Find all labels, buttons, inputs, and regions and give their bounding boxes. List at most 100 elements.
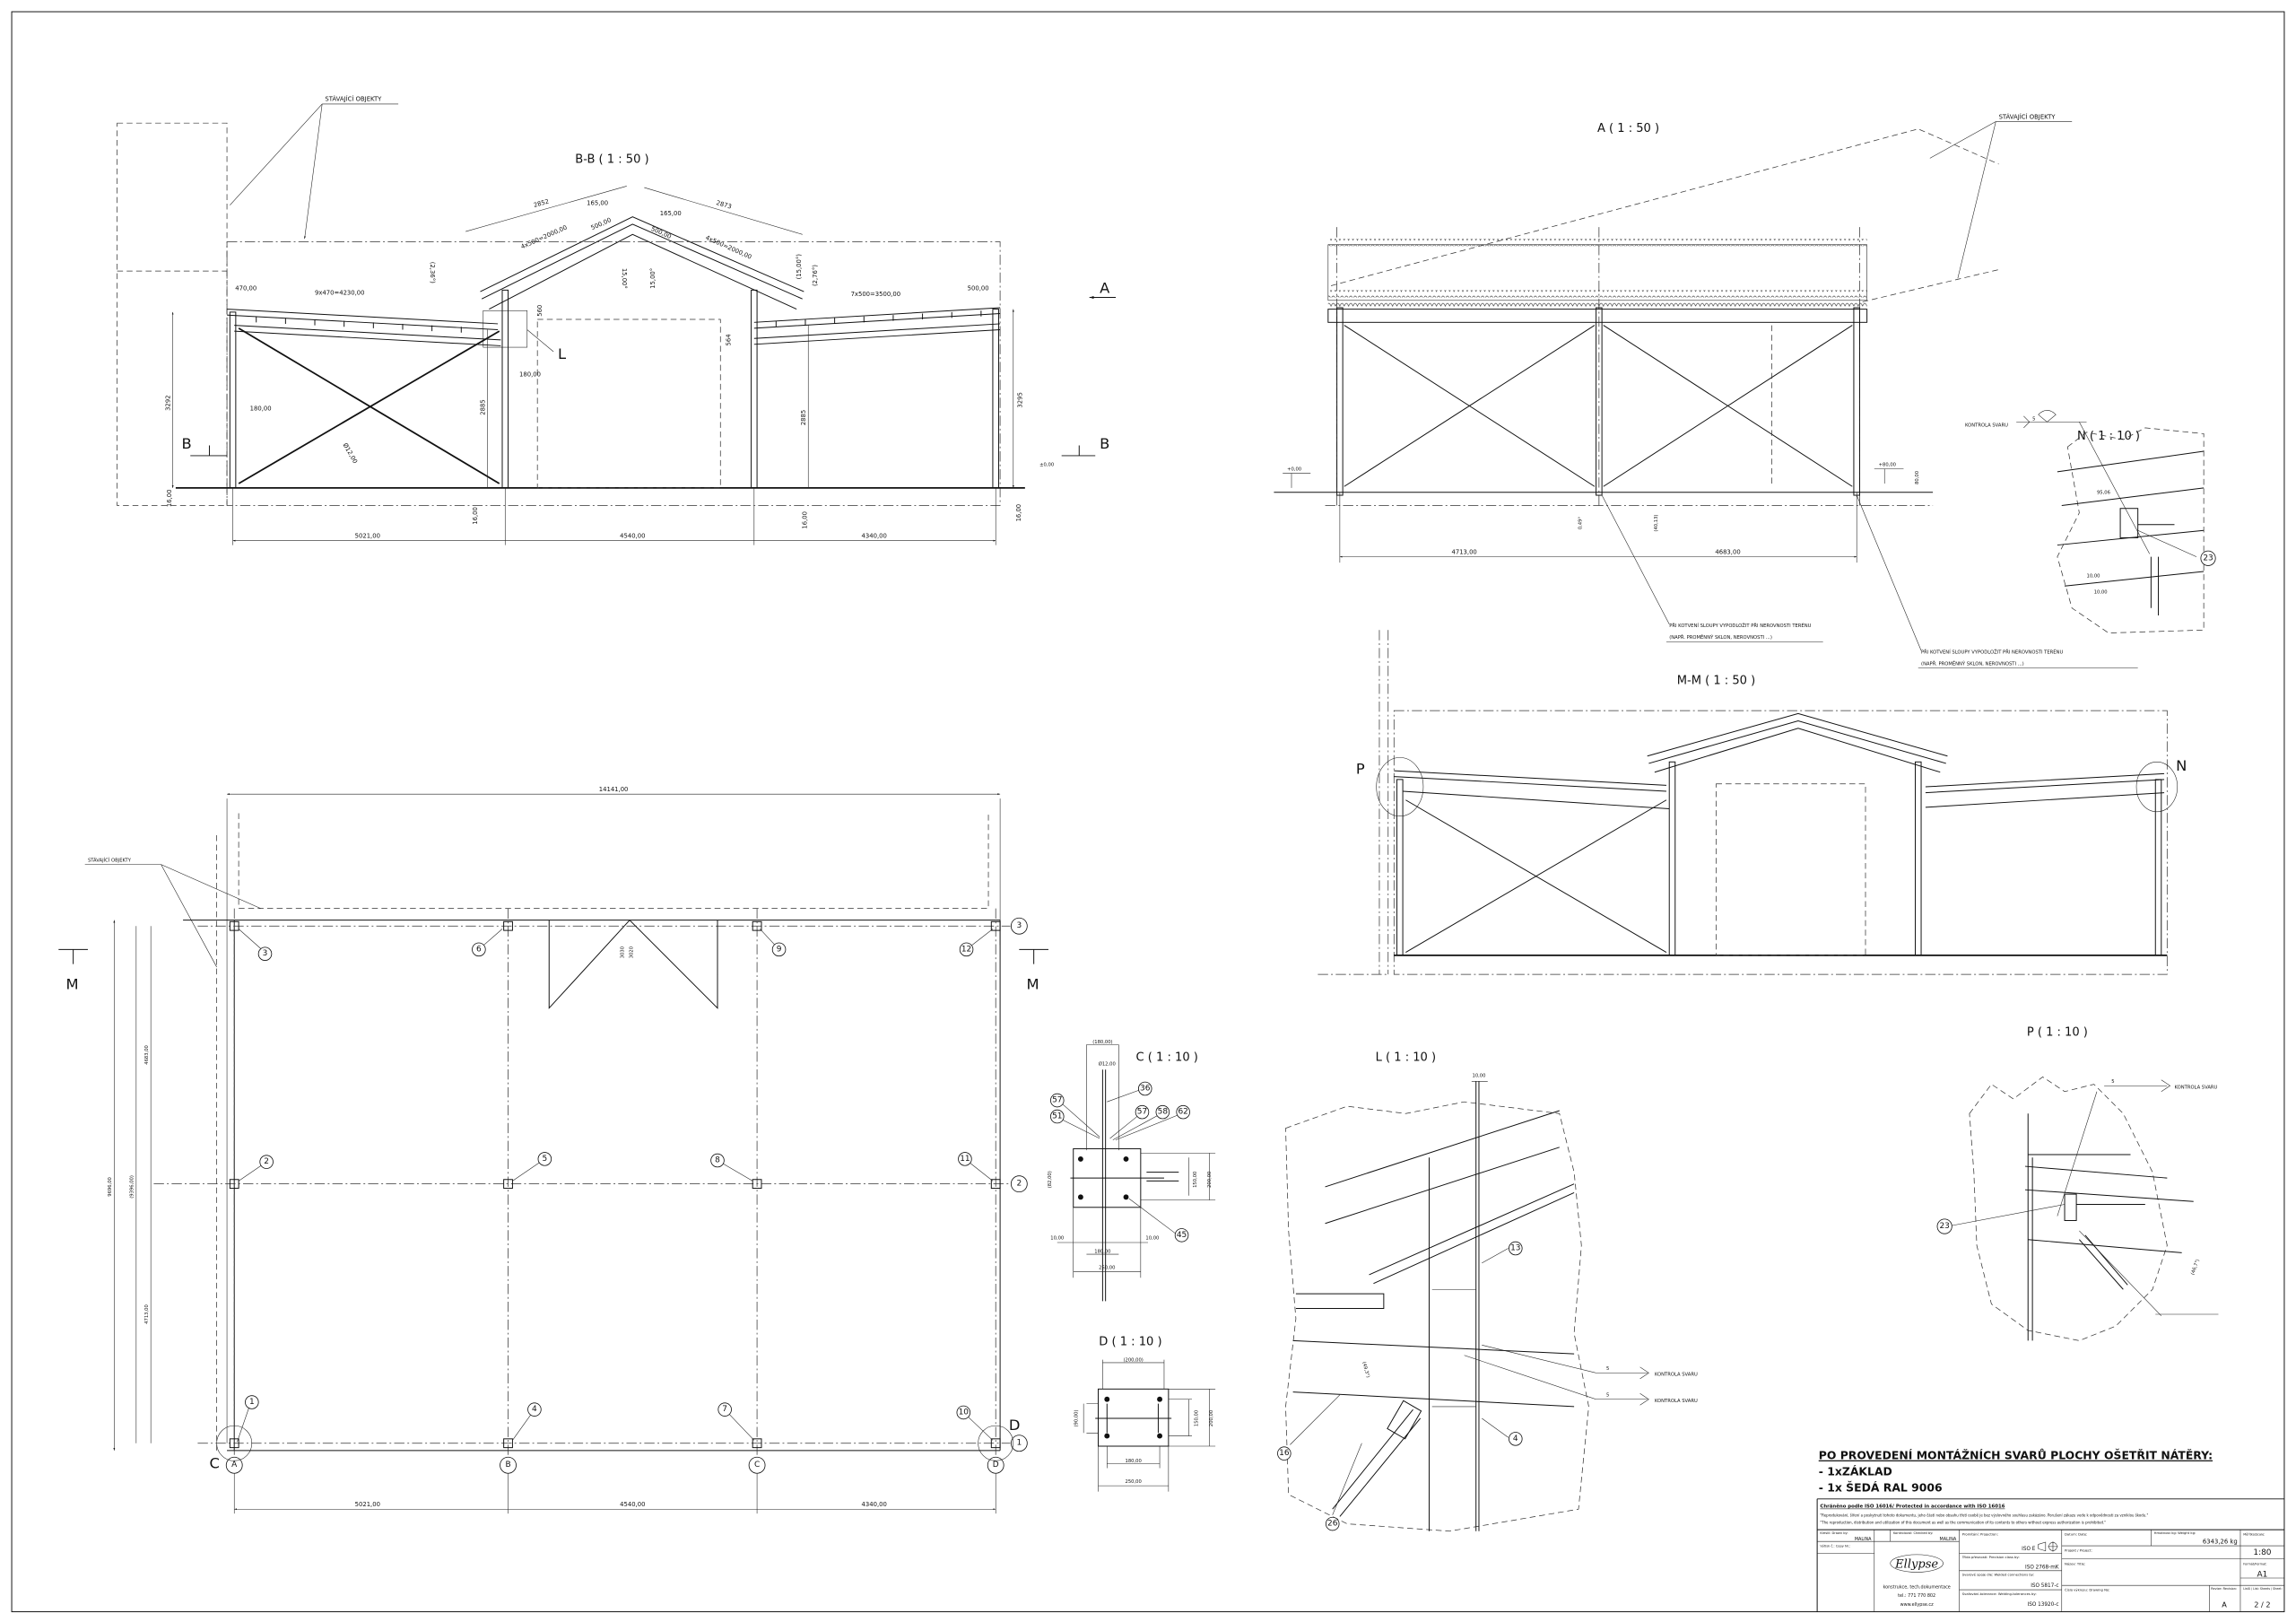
grid-bubble-b: B	[500, 1456, 517, 1474]
part-balloon: 57	[1050, 1093, 1065, 1108]
section-marker-b-right: B	[1061, 435, 1109, 457]
grid-bubble-d: D	[987, 1456, 1004, 1474]
svg-text:7: 7	[722, 1405, 727, 1414]
svg-text:7x500=3500,00: 7x500=3500,00	[851, 291, 901, 298]
svg-text:165,00: 165,00	[660, 210, 682, 217]
svg-text:Číslo výkresu: Drawing No:: Číslo výkresu: Drawing No:	[2065, 1588, 2109, 1592]
anchoring-note-1: PŘI KOTVENÍ SLOUPY VYPODLOŽIT PŘI NEROVN…	[1669, 622, 1811, 629]
cross-bracing	[238, 327, 500, 484]
svg-text:150,00: 150,00	[1195, 1410, 1200, 1426]
svg-text:500,00: 500,00	[968, 284, 989, 292]
svg-text:"Reprodukování, šíření a posky: "Reprodukování, šíření a poskytnutí toho…	[1820, 1513, 2148, 1517]
svg-text:ISO 13920-c: ISO 13920-c	[2028, 1602, 2059, 1608]
svg-text:12: 12	[961, 945, 971, 954]
svg-text:KONTROLA SVARU: KONTROLA SVARU	[2174, 1085, 2217, 1090]
svg-text:200,00: 200,00	[1209, 1410, 1214, 1426]
svg-text:A: A	[1100, 280, 1110, 297]
svg-text:80,00: 80,00	[1915, 471, 1920, 484]
detail-d: D ( 1 : 10 ) (200,00) (90,00) 150,00 200…	[1074, 1335, 1216, 1492]
svg-text:0,49°: 0,49°	[1578, 517, 1583, 530]
svg-text:A: A	[2222, 1600, 2227, 1609]
svg-text:560: 560	[536, 305, 544, 317]
anchoring-note-2: PŘI KOTVENÍ SLOUPY VYPODLOŽIT PŘI NEROVN…	[1921, 648, 2063, 655]
svg-text:200,00: 200,00	[1207, 1172, 1213, 1188]
column-balloon: 1	[245, 1395, 259, 1409]
svg-text:10: 10	[959, 1408, 970, 1417]
svg-text:4: 4	[532, 1405, 537, 1414]
detail-l: L ( 1 : 10 ) 10,00 5 5 KONTROLA SVARU KO…	[1277, 1051, 1698, 1532]
svg-text:+80,00: +80,00	[1879, 462, 1896, 467]
column-balloon: 7	[718, 1402, 732, 1417]
svg-text:Listů / List: Sheets / Sheet:: Listů / List: Sheets / Sheet:	[2243, 1587, 2282, 1591]
svg-text:5: 5	[1606, 1392, 1609, 1398]
svg-text:15,00°: 15,00°	[621, 268, 628, 289]
svg-text:B: B	[181, 435, 191, 452]
section-bb: B-B ( 1 : 50 ) STÁVAJÍCÍ OBJEKTY 5021,00…	[117, 95, 1117, 545]
svg-text:165,00: 165,00	[587, 200, 608, 207]
svg-text:+0,00: +0,00	[1287, 467, 1301, 472]
svg-text:(82,00): (82,00)	[1048, 1171, 1053, 1188]
part-balloon: 57	[1135, 1104, 1150, 1120]
detail-p: P ( 1 : 10 ) 5 KONTROLA SVARU (46,7°) 23	[1936, 1026, 2219, 1341]
column-balloon: 4	[527, 1402, 542, 1417]
svg-text:2: 2	[1016, 1180, 1022, 1189]
svg-text:D: D	[993, 1461, 999, 1469]
existing-objects-label: STÁVAJÍCÍ OBJEKTY	[1999, 112, 2057, 120]
svg-text:57: 57	[1052, 1096, 1062, 1105]
grid-bubble-1: 1	[1010, 1435, 1028, 1452]
notes-line-1: - 1xZÁKLAD	[1819, 1465, 1892, 1478]
svg-text:4540,00: 4540,00	[620, 532, 645, 539]
svg-text:26: 26	[1327, 1520, 1338, 1529]
section-mm-title: M-M ( 1 : 50 )	[1677, 675, 1755, 688]
anchoring-note-1: (NAPŘ. PROMĚNNÝ SKLON, NEROVNOSTI ...)	[1669, 633, 1772, 641]
plan-view: 14141,00 STÁVAJÍCÍ OBJEKTY 3030 3020 969…	[58, 786, 1048, 1514]
notes-line-2: - 1x ŠEDÁ RAL 9006	[1819, 1481, 1943, 1495]
svg-text:(40,13): (40,13)	[1654, 515, 1659, 532]
svg-text:470,00: 470,00	[235, 284, 257, 292]
detail-n: N ( 1 : 10 ) KONTROLA SVARU 5 95,06 10,0…	[1965, 410, 2216, 633]
svg-text:ISO E: ISO E	[2022, 1547, 2036, 1552]
svg-text:4713,00: 4713,00	[1451, 548, 1476, 555]
svg-text:16: 16	[1279, 1449, 1290, 1458]
svg-text:B: B	[505, 1461, 510, 1469]
svg-text:Revize: Revision:: Revize: Revision:	[2211, 1587, 2237, 1591]
existing-building-outline	[117, 122, 228, 506]
svg-text:16,00: 16,00	[1015, 504, 1022, 522]
svg-text:23: 23	[1939, 1222, 1949, 1231]
svg-text:6343,26 kg: 6343,26 kg	[2203, 1539, 2238, 1546]
svg-text:58: 58	[1158, 1108, 1169, 1117]
column-balloon: 10	[956, 1405, 971, 1420]
svg-text:23: 23	[2203, 554, 2213, 562]
svg-text:500,00: 500,00	[650, 225, 673, 240]
svg-text:"The reproduction, distributio: "The reproduction, distribution and util…	[1820, 1521, 2106, 1525]
svg-text:2: 2	[264, 1157, 269, 1166]
svg-text:180,00: 180,00	[250, 405, 272, 412]
column-balloon: 8	[710, 1153, 725, 1168]
detail-marker-c: C	[209, 1455, 219, 1472]
svg-text:15,00°: 15,00°	[649, 268, 657, 289]
detail-c: C ( 1 : 10 ) (180,00) Ø12,00 (82,00) 150…	[1048, 1040, 1216, 1302]
roof-beam	[1327, 309, 1868, 323]
svg-text:9696,00: 9696,00	[108, 1177, 113, 1197]
svg-text:Projekt / Project:: Projekt / Project:	[2065, 1549, 2092, 1553]
svg-text:3: 3	[1016, 921, 1022, 930]
column-balloon: 9	[771, 942, 787, 957]
part-balloon: 36	[1137, 1081, 1152, 1096]
svg-text:(2,36°): (2,36°)	[429, 262, 436, 283]
cross-bracing	[1344, 325, 1853, 487]
svg-text:1: 1	[1016, 1439, 1022, 1448]
svg-text:4683,00: 4683,00	[144, 1045, 150, 1065]
checked-by-label: Kontroloval: Checked by:	[1893, 1531, 1933, 1535]
svg-text:3292: 3292	[164, 395, 171, 410]
svg-text:2885: 2885	[479, 399, 486, 414]
svg-text:4: 4	[1513, 1435, 1518, 1443]
svg-text:Svarové spoje dle: Welded conn: Svarové spoje dle: Welded connections by…	[1962, 1574, 2034, 1577]
roof-beams	[227, 216, 1001, 346]
drawn-by-value: MALINA	[1855, 1537, 1872, 1542]
svg-text:Výtisk č.: Copy Nr.:: Výtisk č.: Copy Nr.:	[1820, 1545, 1850, 1548]
svg-text:5021,00: 5021,00	[355, 1501, 380, 1508]
detail-p-title: P ( 1 : 10 )	[2027, 1026, 2088, 1040]
detail-d-title: D ( 1 : 10 )	[1099, 1335, 1161, 1348]
svg-text:B: B	[1100, 435, 1109, 452]
detail-l-title: L ( 1 : 10 )	[1376, 1051, 1436, 1064]
